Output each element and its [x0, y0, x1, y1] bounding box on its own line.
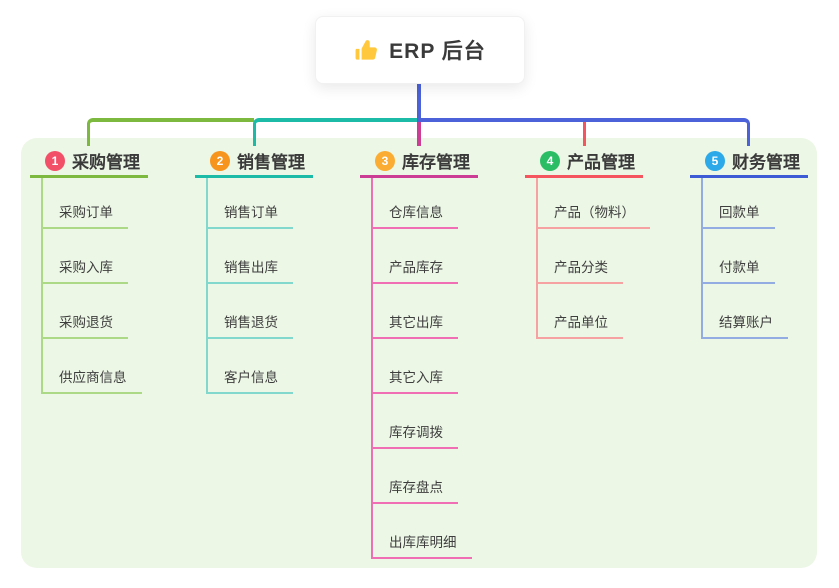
connector-product: [583, 120, 586, 146]
branch-header[interactable]: 4 产品管理: [525, 146, 643, 178]
child-node[interactable]: 供应商信息: [43, 339, 142, 394]
child-node[interactable]: 产品分类: [538, 229, 623, 284]
child-node[interactable]: 其它出库: [373, 284, 458, 339]
branch-label: 财务管理: [732, 153, 800, 172]
child-label: 采购订单: [59, 205, 113, 220]
child-node[interactable]: 销售出库: [208, 229, 293, 284]
branch-number-badge: 3: [375, 150, 395, 171]
branch-number-badge: 2: [210, 150, 230, 171]
branch-sales: 2 销售管理 销售订单 销售出库 销售退货 客户信息: [195, 146, 313, 394]
child-label: 产品分类: [554, 260, 608, 275]
child-label: 产品库存: [389, 260, 443, 275]
root-title: ERP 后台: [389, 40, 486, 63]
child-node[interactable]: 付款单: [703, 229, 775, 284]
child-label: 采购入库: [59, 260, 113, 275]
child-node[interactable]: 库存盘点: [373, 449, 458, 504]
branch-header[interactable]: 1 采购管理: [30, 146, 148, 178]
child-node[interactable]: 仓库信息: [373, 178, 458, 229]
child-node[interactable]: 结算账户: [703, 284, 788, 339]
branch-purchase: 1 采购管理 采购订单 采购入库 采购退货 供应商信息: [30, 146, 148, 394]
root-connector-line: [417, 82, 421, 122]
child-label: 采购退货: [59, 315, 113, 330]
branch-header[interactable]: 3 库存管理: [360, 146, 478, 178]
child-label: 客户信息: [224, 370, 278, 385]
branch-number-badge: 1: [45, 150, 65, 171]
child-node[interactable]: 采购订单: [43, 178, 128, 229]
child-node[interactable]: 采购退货: [43, 284, 128, 339]
child-node[interactable]: 库存调拨: [373, 394, 458, 449]
child-node[interactable]: 采购入库: [43, 229, 128, 284]
connector-finance: [419, 118, 750, 146]
child-node[interactable]: 出库库明细: [373, 504, 472, 559]
child-node[interactable]: 产品单位: [538, 284, 623, 339]
branch-children: 仓库信息 产品库存 其它出库 其它入库 库存调拨 库存盘点 出库库明细: [371, 178, 472, 559]
child-node[interactable]: 产品（物料）: [538, 178, 650, 229]
thumbs-up-icon: [354, 38, 379, 63]
child-label: 仓库信息: [389, 205, 443, 220]
child-node[interactable]: 产品库存: [373, 229, 458, 284]
child-label: 产品单位: [554, 315, 608, 330]
branch-label: 采购管理: [72, 153, 140, 172]
child-label: 产品（物料）: [554, 205, 635, 220]
branch-label: 销售管理: [237, 153, 305, 172]
branch-number-badge: 5: [705, 150, 725, 171]
child-label: 销售出库: [224, 260, 278, 275]
child-label: 其它出库: [389, 315, 443, 330]
child-label: 回款单: [719, 205, 760, 220]
branch-children: 采购订单 采购入库 采购退货 供应商信息: [41, 178, 142, 394]
branch-product: 4 产品管理 产品（物料） 产品分类 产品单位: [525, 146, 650, 339]
connector-inventory: [417, 122, 421, 146]
child-label: 供应商信息: [59, 370, 127, 385]
child-label: 结算账户: [719, 315, 773, 330]
root-node[interactable]: ERP 后台: [315, 16, 525, 84]
child-node[interactable]: 客户信息: [208, 339, 293, 394]
branch-children: 回款单 付款单 结算账户: [701, 178, 788, 339]
child-label: 其它入库: [389, 370, 443, 385]
branch-header[interactable]: 2 销售管理: [195, 146, 313, 178]
child-label: 付款单: [719, 260, 760, 275]
child-label: 销售退货: [224, 315, 278, 330]
child-label: 库存调拨: [389, 425, 443, 440]
branch-number-badge: 4: [540, 150, 560, 171]
branch-label: 库存管理: [402, 153, 470, 172]
child-node[interactable]: 销售退货: [208, 284, 293, 339]
child-node[interactable]: 销售订单: [208, 178, 293, 229]
branch-finance: 5 财务管理 回款单 付款单 结算账户: [690, 146, 808, 339]
child-label: 库存盘点: [389, 480, 443, 495]
child-label: 销售订单: [224, 205, 278, 220]
branch-children: 销售订单 销售出库 销售退货 客户信息: [206, 178, 293, 394]
child-label: 出库库明细: [389, 535, 457, 550]
child-node[interactable]: 其它入库: [373, 339, 458, 394]
branch-inventory: 3 库存管理 仓库信息 产品库存 其它出库 其它入库 库存调拨 库存盘点 出库库…: [360, 146, 478, 559]
connector-sales: [253, 118, 419, 146]
child-node[interactable]: 回款单: [703, 178, 775, 229]
branches-panel: [21, 138, 817, 568]
branch-header[interactable]: 5 财务管理: [690, 146, 808, 178]
branch-label: 产品管理: [567, 153, 635, 172]
connector-purchase: [87, 118, 254, 146]
branch-children: 产品（物料） 产品分类 产品单位: [536, 178, 650, 339]
